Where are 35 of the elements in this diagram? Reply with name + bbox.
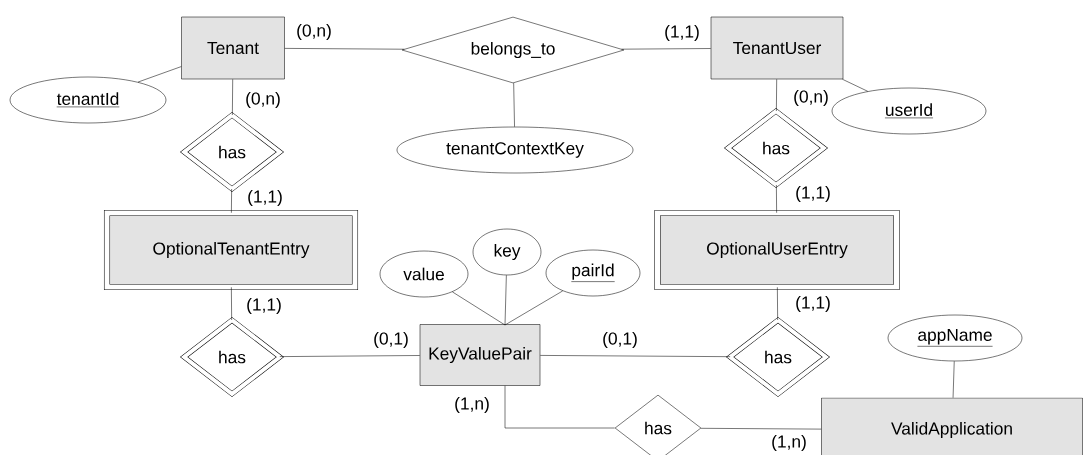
cardinality-label: (1,1)	[247, 297, 281, 315]
weak-entity-box: OptionalUserEntry	[654, 209, 900, 291]
connector-line	[700, 428, 822, 430]
connector-line	[279, 355, 420, 357]
entity-box: Tenant	[181, 16, 285, 80]
cardinality-label: (1,n)	[772, 434, 806, 452]
connector-line	[776, 184, 777, 213]
connector-line	[504, 275, 507, 326]
cardinality-label: (1,1)	[796, 295, 830, 313]
connector-line	[621, 48, 711, 50]
connector-line	[504, 290, 563, 326]
connector-line	[842, 79, 869, 92]
connector-line	[232, 79, 233, 116]
cardinality-label: (1,1)	[665, 24, 699, 42]
entity-box: TenantUser	[710, 16, 844, 80]
connector-line	[231, 188, 232, 213]
cardinality-label: (1,n)	[455, 396, 489, 414]
cardinality-label: (0,n)	[246, 91, 280, 109]
connector-line	[452, 291, 506, 326]
connector-line	[231, 287, 232, 321]
connector-line	[284, 48, 405, 50]
cardinality-label: (0,1)	[603, 331, 637, 349]
connector-line	[137, 66, 182, 83]
connector-line	[776, 79, 777, 112]
connector-line	[952, 361, 955, 398]
entity-box: KeyValuePair	[419, 324, 541, 386]
cardinality-label: (0,1)	[374, 331, 408, 349]
connector-line	[540, 355, 731, 357]
connector-line	[513, 82, 515, 127]
cardinality-label: (0,n)	[297, 23, 331, 41]
connector-line	[777, 287, 778, 321]
weak-entity-box: OptionalTenantEntry	[103, 209, 359, 291]
entity-box: ValidApplication	[821, 397, 1083, 455]
connector-line	[504, 385, 615, 429]
cardinality-label: (0,n)	[794, 89, 828, 107]
